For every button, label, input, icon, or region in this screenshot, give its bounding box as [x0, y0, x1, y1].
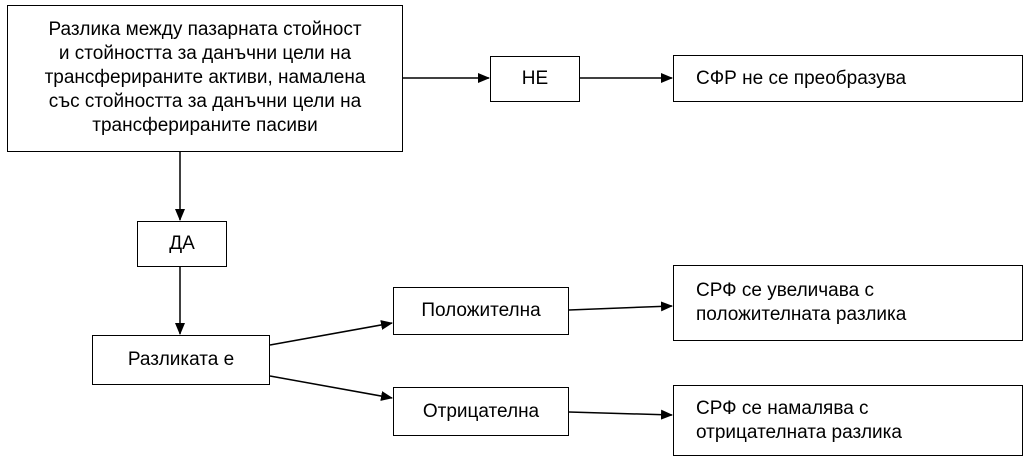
positive-result-box: СРФ се увеличава с положителната разлика [673, 265, 1023, 341]
yes-box: ДА [137, 221, 227, 267]
arrow-negative-to-result [568, 409, 673, 420]
arrow-difference-is-to-positive [269, 320, 393, 346]
negative-result-box: СРФ се намалява с отрицателната разлика [673, 385, 1023, 456]
no-result-box: СФР не се преобразува [673, 55, 1023, 102]
negative-box: Отрицателна [393, 387, 569, 436]
arrow-positive-to-result [568, 301, 673, 312]
arrow-difference-is-to-negative [269, 375, 393, 401]
no-box: НЕ [490, 56, 580, 102]
difference-box: Разлика между пазарната стойност и стойн… [7, 5, 403, 152]
difference-is-box: Разликата е [92, 335, 270, 385]
positive-box: Положителна [393, 287, 569, 335]
